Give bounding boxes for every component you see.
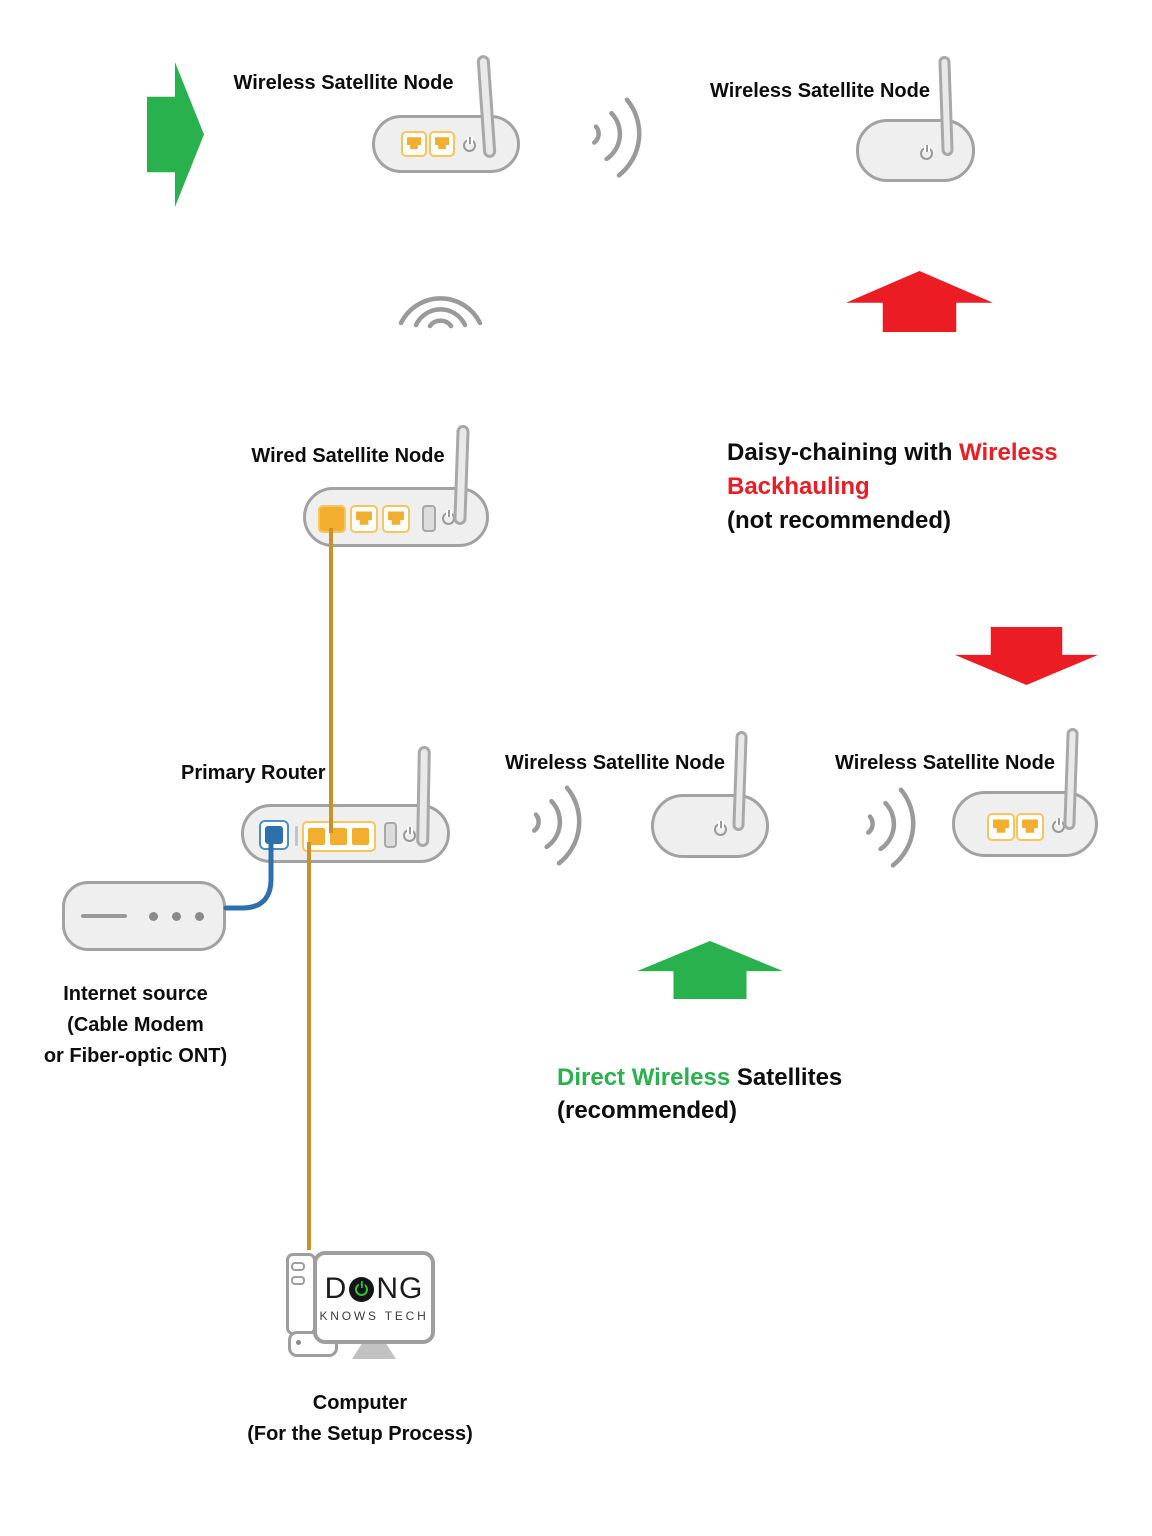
ethernet-cable-backhaul [329, 528, 333, 833]
tower-drive-slot [291, 1262, 305, 1271]
monitor-stand [352, 1344, 396, 1359]
lan-port-connected [330, 828, 347, 845]
antenna [938, 55, 954, 157]
rj45-jack-icon [388, 511, 404, 525]
modem-led [172, 912, 181, 921]
daisy-line-1: Daisy-chaining with Wireless [727, 439, 1058, 466]
wifi-signal-icon [592, 97, 642, 178]
direct-line-2: (recommended) [557, 1097, 738, 1124]
computer-line-2: (For the Setup Process) [247, 1423, 473, 1445]
satellite-top-left-device [372, 115, 520, 173]
ethernet-port-icon [1016, 813, 1044, 841]
wan-port-connected [259, 820, 289, 850]
internet-cable [223, 843, 274, 911]
ethernet-cable-computer [307, 842, 311, 1250]
lan-port-group [302, 821, 376, 852]
internet-source-line-3: or Fiber-optic ONT) [43, 1045, 228, 1067]
wifi-signal-icon [532, 785, 582, 866]
satellite-top-right-label: Wireless Satellite Node [710, 80, 930, 102]
daisy-line-2: Backhauling [727, 473, 870, 500]
antenna [416, 745, 431, 848]
tower-drive-slot [291, 1276, 305, 1285]
lan-port-connected [308, 828, 325, 845]
internet-source-device [62, 881, 226, 951]
power-glyph-icon [355, 1282, 369, 1296]
wifi-broadcast-icon [398, 296, 483, 329]
rj45-jack-icon [406, 137, 422, 150]
logo-letters-ng: NG [376, 1272, 424, 1305]
internet-source-label: Internet source (Cable Modem or Fiber-op… [28, 979, 243, 1072]
satellite-mid-right-label: Wireless Satellite Node [835, 752, 1055, 774]
primary-router-label: Primary Router [181, 762, 326, 784]
wan-port-plug [265, 826, 283, 844]
port-separator [295, 826, 298, 846]
ethernet-port-icon [987, 813, 1015, 841]
direct-line-1: Direct Wireless Satellites [557, 1064, 843, 1091]
ethernet-port-icon [401, 131, 427, 157]
logo-subtitle: KNOWS TECH [319, 1309, 429, 1323]
satellite-mid-center-label: Wireless Satellite Node [505, 752, 725, 774]
rj45-jack-icon [993, 819, 1009, 833]
power-icon [714, 823, 727, 836]
usb-port-icon [422, 505, 436, 532]
logo-power-icon [349, 1276, 375, 1302]
power-icon [920, 147, 933, 160]
modem-line [81, 914, 127, 918]
daisy-line-3: (not recommended) [727, 507, 952, 534]
rj45-jack-icon [1022, 819, 1038, 833]
satellite-top-left-label: Wireless Satellite Node [233, 72, 454, 94]
computer-line-1: Computer [312, 1392, 408, 1414]
satellite-mid-center-device [651, 794, 769, 858]
modem-led [195, 912, 204, 921]
tower-power-led [296, 1340, 301, 1345]
daisy-chain-annotation: Daisy-chaining with Wireless Backhauling… [727, 436, 1072, 538]
ethernet-port-icon [350, 505, 378, 533]
ethernet-port-icon [382, 505, 410, 533]
computer-monitor: D NG KNOWS TECH [313, 1251, 435, 1344]
direct-wireless-annotation: Direct Wireless Satellites (recommended) [557, 1061, 867, 1127]
computer-label: Computer (For the Setup Process) [240, 1388, 480, 1450]
wifi-signal-icon [866, 787, 916, 868]
dong-logo: D NG [325, 1272, 424, 1306]
modem-led [149, 912, 158, 921]
red-up-arrow [846, 271, 993, 332]
logo-letter-d: D [324, 1272, 348, 1305]
red-down-arrow [955, 627, 1098, 685]
green-up-arrow [637, 941, 783, 999]
power-icon [463, 139, 476, 152]
usb-port-icon [384, 822, 397, 848]
internet-source-line-2: (Cable Modem [67, 1014, 204, 1036]
wired-satellite-label: Wired Satellite Node [251, 445, 445, 467]
rj45-jack-icon [434, 137, 450, 150]
internet-source-line-1: Internet source [63, 983, 208, 1005]
green-right-arrow [147, 62, 204, 207]
ethernet-port-icon [429, 131, 455, 157]
satellite-top-right-device [856, 119, 975, 182]
lan-port [352, 828, 369, 845]
rj45-jack-icon [356, 511, 372, 525]
power-icon [403, 829, 416, 842]
primary-router-device [241, 804, 450, 863]
